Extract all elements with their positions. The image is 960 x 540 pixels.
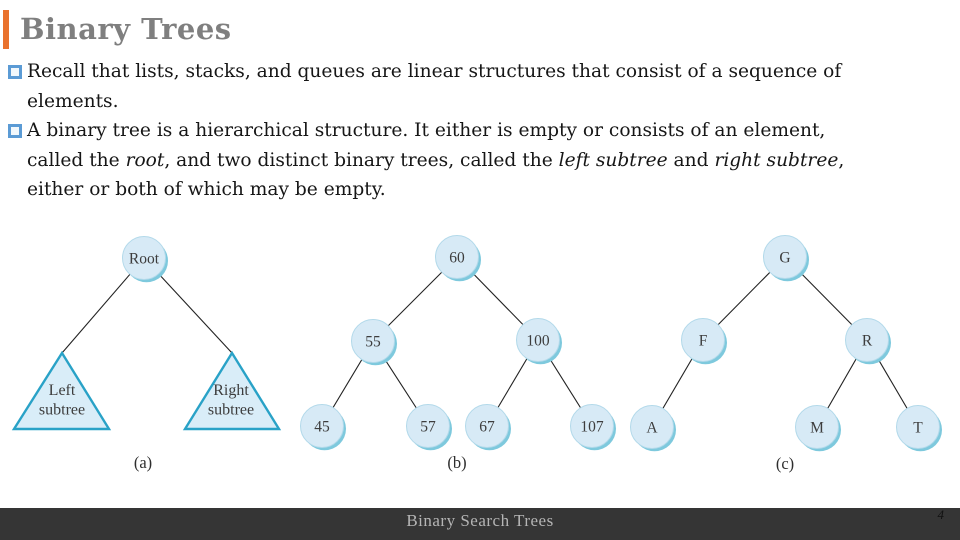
footer-bar: Binary Search Trees [0, 508, 960, 540]
tree-node [435, 235, 479, 279]
tree-node [681, 318, 725, 362]
tree-node [406, 404, 450, 448]
tree-node [122, 236, 166, 280]
figure-binary-trees: Left subtree Right subtree Root (a) 60 55 100 45 5… [0, 230, 960, 480]
bullet-item: A binary tree is a hierarchical structur… [8, 116, 956, 205]
binary-trees-diagram: Left subtree Right subtree Root (a) 60 55 100 45 5… [11, 235, 942, 473]
tree-node-label: M [810, 420, 824, 437]
tree-node [570, 404, 614, 448]
bullet-list: Recall that lists, stacks, and queues ar… [8, 57, 956, 205]
tree-node [845, 318, 889, 362]
tree-node [465, 404, 509, 448]
bullet-square-icon [8, 124, 22, 138]
tree-node-label: 100 [526, 333, 550, 350]
tree-node-label: 67 [479, 419, 495, 436]
page-number: 4 [937, 507, 945, 522]
tree-node-label: Root [129, 251, 160, 268]
subtree-label: Right [213, 382, 249, 399]
tree-c: G F R A M T (c) [630, 235, 942, 473]
tree-node-label: T [913, 420, 923, 437]
tree-caption: (b) [447, 453, 466, 472]
tree-node-label: A [646, 420, 658, 437]
tree-node-label: F [699, 333, 708, 350]
tree-node-label: 45 [314, 419, 330, 436]
tree-node [896, 405, 940, 449]
tree-caption: (a) [134, 453, 152, 472]
subtree-label: subtree [39, 402, 85, 419]
subtree-label: subtree [208, 402, 254, 419]
page-title: Binary Trees [20, 12, 232, 46]
tree-node [516, 318, 560, 362]
tree-node [300, 404, 344, 448]
bullet-square-icon [8, 65, 22, 79]
tree-node-label: 55 [365, 334, 381, 351]
subtree-triangle [182, 350, 282, 431]
tree-b: 60 55 100 45 57 67 107 (b) [300, 235, 616, 472]
tree-a: Left subtree Right subtree Root (a) [11, 236, 282, 472]
bullet-text: A binary tree is a hierarchical structur… [27, 120, 845, 200]
bullet-text: Recall that lists, stacks, and queues ar… [27, 61, 842, 112]
tree-node [351, 319, 395, 363]
tree-node-label: R [862, 333, 873, 350]
tree-node-label: G [779, 250, 790, 267]
tree-node [630, 405, 674, 449]
bullet-item: Recall that lists, stacks, and queues ar… [8, 57, 956, 116]
tree-node [795, 405, 839, 449]
tree-node-label: 57 [420, 419, 436, 436]
subtree-triangle [11, 350, 112, 431]
tree-node-label: 60 [449, 250, 465, 267]
tree-node-label: 107 [580, 419, 604, 436]
tree-node [763, 235, 807, 279]
subtree-label: Left [49, 382, 76, 399]
tree-caption: (c) [776, 454, 794, 473]
title-accent-bar [3, 10, 9, 49]
footer-title: Binary Search Trees [406, 511, 554, 530]
